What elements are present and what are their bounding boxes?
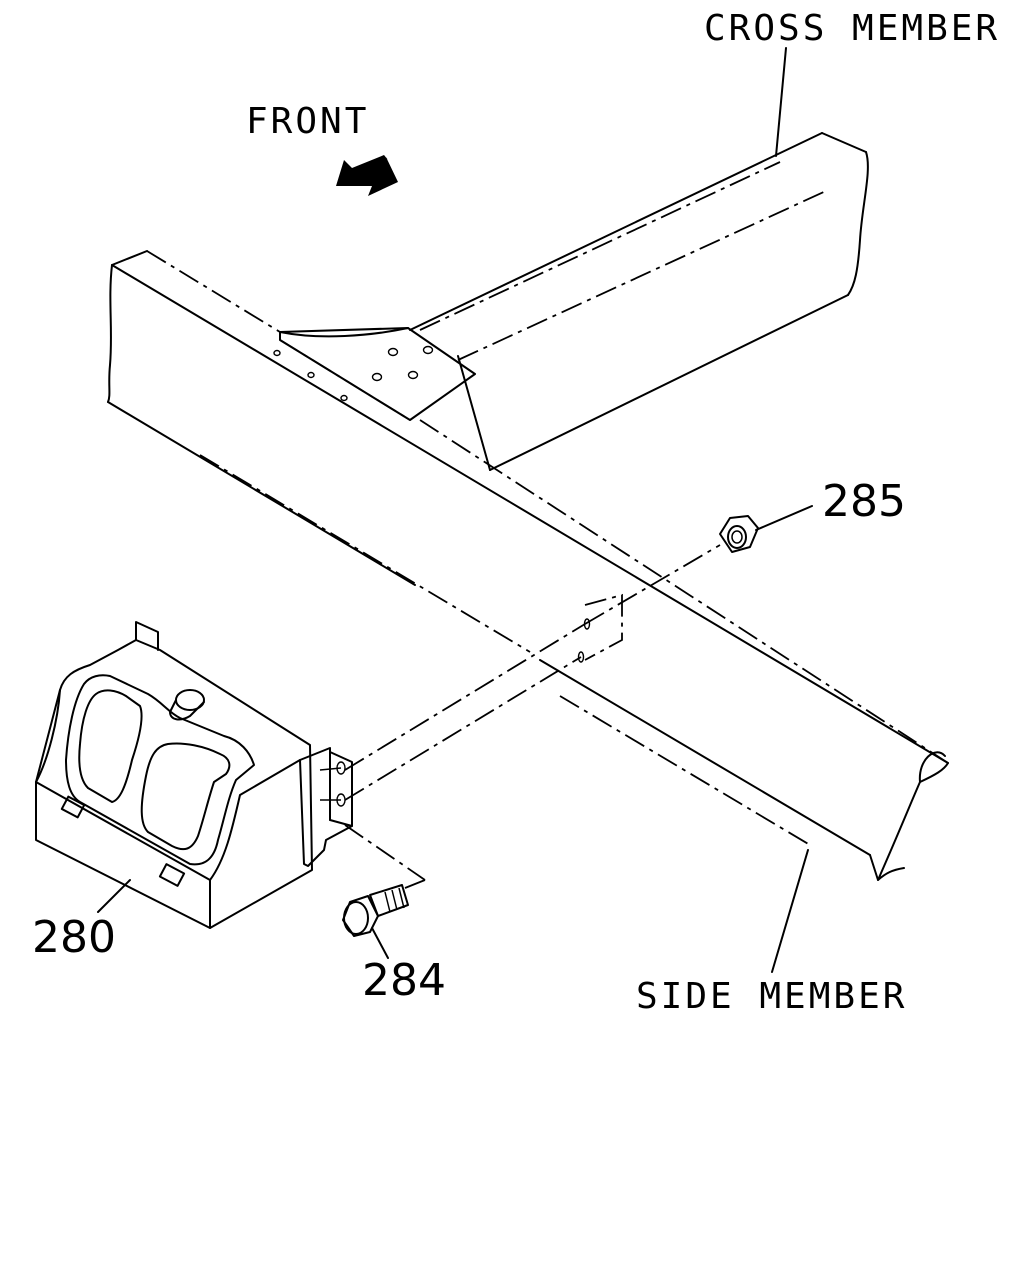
side-member [107,250,949,881]
cross-member [409,132,869,471]
callout-284: 284 [362,955,446,1006]
bolt-284 [342,884,409,937]
bracket-280 [35,621,353,929]
nut-285 [719,515,759,553]
callout-285: 285 [822,476,906,527]
front-label: FRONT [246,101,369,142]
cross-member-label: CROSS MEMBER [704,8,1000,49]
gusset-plate [273,327,476,421]
front-arrow-icon [336,155,398,196]
leader-lines [97,47,813,973]
callout-280: 280 [32,912,116,963]
assembly-center-lines [344,544,721,889]
side-member-holes [577,593,623,663]
side-member-label: SIDE MEMBER [636,976,907,1017]
